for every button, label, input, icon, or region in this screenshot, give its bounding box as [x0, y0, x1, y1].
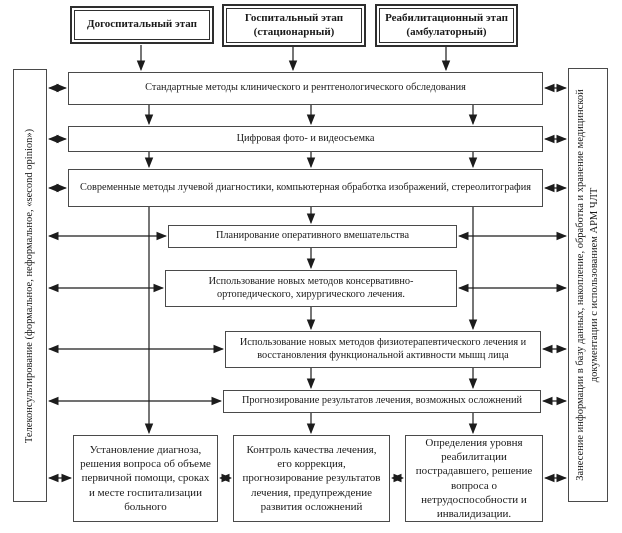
outcome-box-quality-control: Контроль качества лечения, его коррекция… [233, 435, 390, 522]
process-box-standard-examination: Стандартные методы клинического и рентге… [68, 72, 543, 105]
stage-box-hospital: Госпитальный этап (стационарный) [222, 4, 366, 47]
stage-box-rehabilitation: Реабилитационный этап (амбулаторный) [375, 4, 518, 47]
process-box-radiology-imaging: Современные методы лучевой диагностики, … [68, 169, 543, 207]
process-box-photo-video: Цифровая фото- и видеосъемка [68, 126, 543, 152]
process-box-prognosis: Прогнозирование результатов лечения, воз… [223, 390, 541, 413]
outcome-box-rehabilitation-level: Определения уровня реабилитации пострада… [405, 435, 543, 522]
process-box-physiotherapy: Использование новых методов физиотерапев… [225, 331, 541, 368]
stage-box-prehospital: Догоспитальный этап [70, 6, 214, 44]
process-box-surgery-planning: Планирование оперативного вмешательства [168, 225, 457, 248]
sidebar-database: Занесение информации в базу данных, нако… [568, 68, 608, 502]
sidebar-database-label: Занесение информации в базу данных, нако… [575, 89, 600, 481]
process-box-conservative-surgical-treatment: Использование новых методов консервативн… [165, 270, 457, 307]
outcome-box-diagnosis: Установление диагноза, решения вопроса о… [73, 435, 218, 522]
sidebar-teleconsulting: Телеконсультирование (формальное, неформ… [13, 69, 47, 502]
sidebar-teleconsulting-label: Телеконсультирование (формальное, неформ… [24, 128, 36, 443]
